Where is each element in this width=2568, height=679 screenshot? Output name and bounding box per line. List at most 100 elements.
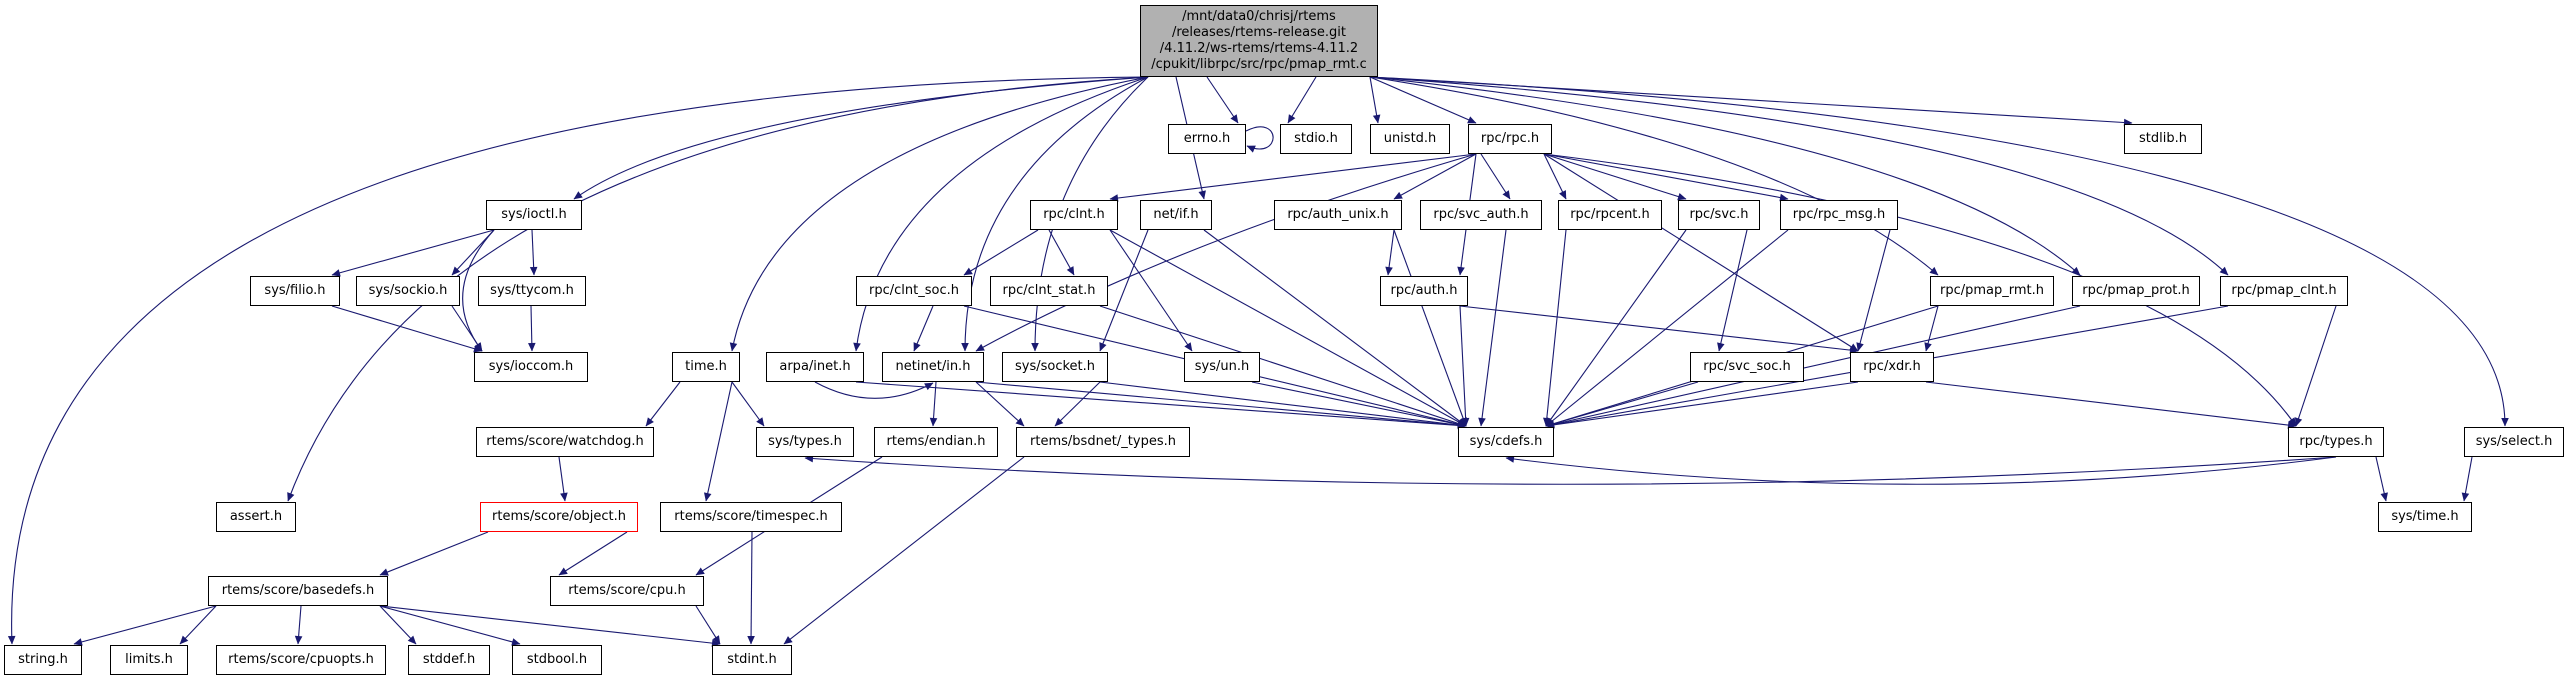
include-edge-rtems_score_basedefs_h-to-stdbool_h (379, 605, 521, 646)
include-edge-net_if_h-to-sys_socket_h (1099, 229, 1149, 352)
graph-node-netinet-in-h[interactable]: netinet/in.h (882, 352, 984, 382)
include-edge-rpc_types_h-to-sys_cdefs_h (1505, 455, 2337, 485)
graph-node-errno-h: errno.h (1168, 124, 1246, 154)
include-edge-rpc_rpc_msg_h-to-rpc_xdr_h (1856, 229, 1891, 352)
include-edge-rtems_bsdnet_types_h-to-stdint_h (783, 456, 1025, 645)
graph-node-rpc-auth-unix-h[interactable]: rpc/auth_unix.h (1274, 200, 1402, 230)
include-edge-main-to-time_h (729, 76, 1149, 352)
graph-node-stdint-h: stdint.h (712, 645, 792, 675)
graph-node-rtems-score-basedefs-h[interactable]: rtems/score/basedefs.h (208, 576, 388, 606)
graph-node-rpc-pmap-clnt-h[interactable]: rpc/pmap_clnt.h (2220, 276, 2348, 306)
include-edge-time_h-to-sys_types_h (731, 381, 765, 427)
graph-node-rtems-score-object-h[interactable]: rtems/score/object.h (480, 502, 638, 532)
graph-node-sys-ioctl-h[interactable]: sys/ioctl.h (486, 200, 582, 230)
graph-node-rtems-score-timespec-h[interactable]: rtems/score/timespec.h (660, 502, 842, 532)
include-edge-rpc_pmap_rmt_h-to-rpc_xdr_h (1924, 305, 1939, 352)
include-edge-rpc_rpc_h-to-rpc_rpc_msg_h (1543, 153, 1789, 202)
include-edge-rtems_score_cpu_h-to-stdint_h (695, 605, 721, 645)
include-edge-rtems_score_basedefs_h-to-stddef_h (379, 605, 417, 645)
include-edge-main-to-sys_ioctl_h (573, 76, 1149, 200)
graph-node-stdio-h: stdio.h (1280, 124, 1352, 154)
graph-node-stddef-h: stddef.h (408, 645, 490, 675)
graph-node-sys-ioccom-h[interactable]: sys/ioccom.h (474, 352, 588, 382)
include-edge-rpc_rpc_h-to-rpc_svc_auth_h (1480, 153, 1511, 200)
include-edge-arpa_inet_h-to-sys_cdefs_h (855, 381, 1467, 430)
include-edge-rpc_svc_auth_h-to-sys_cdefs_h (1478, 229, 1507, 427)
include-edge-net_if_h-to-sys_cdefs_h (1203, 229, 1467, 427)
graph-node-sys-time-h: sys/time.h (2378, 502, 2472, 532)
include-edge-main-to-string_h (7, 76, 1149, 645)
include-edge-rpc_rpc_h-to-rpc_svc_h (1543, 153, 1687, 201)
graph-node-sys-select-h[interactable]: sys/select.h (2464, 427, 2564, 457)
graph-node-net-if-h[interactable]: net/if.h (1140, 200, 1212, 230)
graph-node-rpc-auth-h[interactable]: rpc/auth.h (1380, 276, 1468, 306)
graph-node-rpc-xdr-h[interactable]: rpc/xdr.h (1850, 352, 1934, 382)
include-edge-rpc_rpc_msg_h-to-sys_cdefs_h (1545, 229, 1789, 427)
graph-node-main: /mnt/data0/chrisj/rtems /releases/rtems-… (1140, 5, 1378, 77)
include-edge-rpc_xdr_h-to-rpc_types_h (1925, 381, 2297, 429)
graph-node-rpc-rpc-h[interactable]: rpc/rpc.h (1468, 124, 1552, 154)
include-edge-netinet_in_h-to-rtems_endian_h (929, 381, 938, 427)
graph-node-unistd-h: unistd.h (1370, 124, 1450, 154)
graph-node-sys-sockio-h[interactable]: sys/sockio.h (356, 276, 460, 306)
graph-node-rpc-clnt-soc-h[interactable]: rpc/clnt_soc.h (856, 276, 972, 306)
graph-node-rpc-svc-h[interactable]: rpc/svc.h (1678, 200, 1760, 230)
include-edge-main-to-sys_socket_h (1031, 76, 1149, 352)
include-edge-rtems_score_basedefs_h-to-rtems_score_cpuopts_h (294, 605, 303, 645)
graph-node-rpc-clnt-h[interactable]: rpc/clnt.h (1030, 200, 1118, 230)
graph-node-rpc-svc-auth-h[interactable]: rpc/svc_auth.h (1420, 200, 1542, 230)
include-edge-errno_h-to-errno_h (1245, 126, 1274, 153)
graph-node-sys-types-h: sys/types.h (756, 427, 854, 457)
include-edge-rpc_clnt_h-to-sys_cdefs_h (1109, 229, 1467, 427)
graph-node-time-h[interactable]: time.h (672, 352, 740, 382)
graph-node-rtems-bsdnet-types-h[interactable]: rtems/bsdnet/_types.h (1016, 427, 1190, 457)
include-edge-rtems_score_object_h-to-rtems_score_basedefs_h (379, 531, 489, 576)
include-edge-rpc_rpc_h-to-rpc_rpcent_h (1543, 153, 1567, 200)
graph-node-assert-h: assert.h (216, 502, 296, 532)
include-edge-rtems_score_basedefs_h-to-limits_h (179, 605, 217, 645)
graph-node-rtems-score-cpuopts-h[interactable]: rtems/score/cpuopts.h (216, 645, 386, 675)
include-edge-rtems_score_basedefs_h-to-string_h (73, 605, 217, 646)
graph-node-stdbool-h: stdbool.h (512, 645, 602, 675)
graph-node-sys-filio-h[interactable]: sys/filio.h (250, 276, 340, 306)
graph-node-arpa-inet-h[interactable]: arpa/inet.h (766, 352, 864, 382)
graph-node-string-h: string.h (4, 645, 82, 675)
include-edge-main-to-rpc_pmap_rmt_h (1369, 76, 1939, 276)
include-edge-rtems_score_timespec_h-to-stdint_h (747, 531, 755, 645)
include-edge-rpc_rpc_h-to-rpc_xdr_h (1543, 153, 1859, 352)
graph-node-rpc-clnt-stat-h[interactable]: rpc/clnt_stat.h (990, 276, 1108, 306)
include-edge-arpa_inet_h-to-netinet_in_h (814, 381, 934, 399)
include-edge-time_h-to-rtems_score_watchdog_h (645, 381, 681, 427)
include-edge-sys_un_h-to-sys_cdefs_h (1251, 381, 1467, 429)
include-edge-rpc_auth_unix_h-to-sys_cdefs_h (1393, 229, 1467, 427)
graph-node-rpc-rpc-msg-h[interactable]: rpc/rpc_msg.h (1780, 200, 1898, 230)
include-edge-main-to-rpc_pmap_prot_h (1369, 76, 2081, 276)
graph-node-rpc-rpcent-h[interactable]: rpc/rpcent.h (1558, 200, 1662, 230)
graph-node-limits-h: limits.h (110, 645, 188, 675)
include-edge-rtems_score_watchdog_h-to-rtems_score_object_h (558, 456, 568, 502)
include-edge-rtems_score_object_h-to-rtems_score_cpu_h (558, 531, 628, 576)
graph-node-rpc-pmap-prot-h[interactable]: rpc/pmap_prot.h (2072, 276, 2200, 306)
graph-node-rtems-score-cpu-h[interactable]: rtems/score/cpu.h (550, 576, 704, 606)
include-edge-rpc_clnt_h-to-rpc_clnt_soc_h (963, 229, 1039, 276)
include-edge-sys_ioctl_h-to-sys_filio_h (331, 229, 495, 277)
graph-node-rpc-pmap-rmt-h[interactable]: rpc/pmap_rmt.h (1930, 276, 2054, 306)
include-edge-sys_socket_h-to-sys_cdefs_h (1099, 381, 1467, 429)
include-edge-rpc_svc_h-to-rpc_svc_soc_h (1717, 229, 1748, 352)
graph-node-sys-socket-h[interactable]: sys/socket.h (1002, 352, 1108, 382)
graph-node-sys-ttycom-h[interactable]: sys/ttycom.h (478, 276, 586, 306)
graph-node-rpc-svc-soc-h[interactable]: rpc/svc_soc.h (1690, 352, 1804, 382)
include-edge-rpc_pmap_clnt_h-to-rpc_types_h (2294, 305, 2337, 427)
include-edge-main-to-stdio_h (1287, 76, 1317, 124)
graph-node-rtems-score-watchdog-h[interactable]: rtems/score/watchdog.h (476, 427, 654, 457)
include-edge-rpc_clnt_h-to-sys_un_h (1109, 229, 1193, 352)
graph-node-rpc-types-h[interactable]: rpc/types.h (2288, 427, 2384, 457)
include-edge-rpc_clnt_stat_h-to-sys_cdefs_h (1099, 305, 1467, 428)
graph-node-rtems-endian-h[interactable]: rtems/endian.h (874, 427, 998, 457)
include-edge-rpc_rpc_h-to-netinet_in_h (975, 153, 1477, 352)
include-edge-sys_sockio_h-to-sys_ioccom_h (451, 305, 483, 352)
include-edge-rpc_clnt_soc_h-to-netinet_in_h (913, 305, 934, 352)
include-edge-rpc_rpc_h-to-rpc_auth_unix_h (1393, 153, 1477, 200)
graph-node-sys-un-h[interactable]: sys/un.h (1184, 352, 1260, 382)
